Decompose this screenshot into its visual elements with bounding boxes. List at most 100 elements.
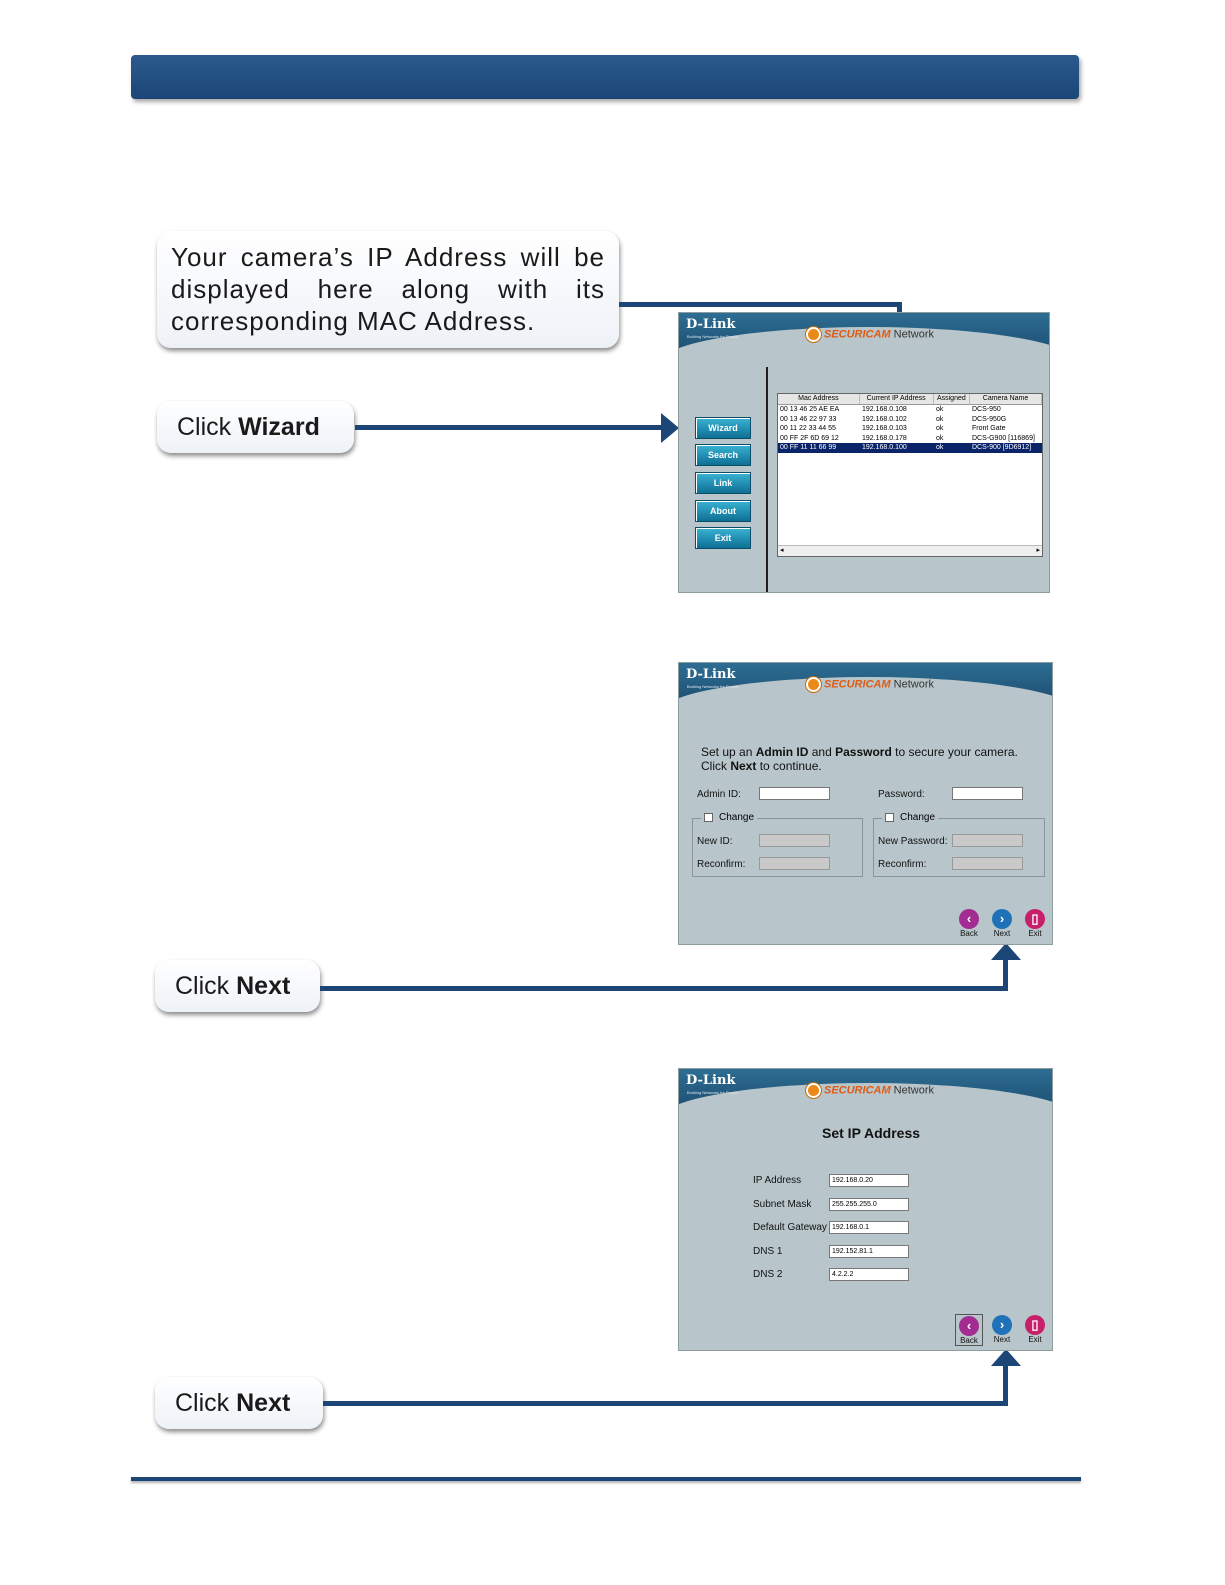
arrow-right-icon — [661, 413, 679, 443]
subnet-mask-input[interactable]: 255.255.255.0 — [829, 1198, 909, 1211]
dns2-label: DNS 2 — [753, 1269, 783, 1280]
password-input[interactable] — [952, 787, 1023, 800]
bottom-rule — [131, 1477, 1081, 1481]
callout-action: Next — [236, 972, 291, 1000]
change-id-legend[interactable]: Change — [701, 812, 758, 823]
lock-icon — [806, 327, 821, 342]
new-id-label: New ID: — [697, 836, 733, 847]
admin-id-input[interactable] — [759, 787, 830, 800]
dlink-logo: D-Link — [686, 667, 736, 682]
page-title: Set IP Address — [822, 1125, 921, 1141]
camera-list-window: D-Link Building Networks for People SECU… — [678, 312, 1050, 593]
change-password-legend[interactable]: Change — [882, 812, 939, 823]
exit-button[interactable]: Exit — [695, 527, 751, 549]
lock-icon — [806, 1083, 821, 1098]
callout-prefix: Click — [177, 413, 239, 441]
default-gateway-label: Default Gateway — [753, 1222, 827, 1233]
reconfirm-id-label: Reconfirm: — [697, 859, 746, 870]
securicam-logo: SECURICAM Network — [806, 677, 934, 692]
back-arrow-icon: ‹ — [959, 1316, 979, 1336]
ip-address-callout: Your camera’s IP Address will be display… — [157, 231, 619, 348]
dlink-logo: D-Link — [686, 1073, 736, 1088]
arrow-line — [355, 425, 663, 430]
securicam-logo: SECURICAM Network — [806, 327, 934, 342]
column-header[interactable]: Current IP Address — [860, 394, 934, 404]
arrow-line — [323, 1401, 1008, 1406]
arrow-line — [320, 986, 1008, 991]
callout-action: Wizard — [238, 413, 320, 441]
callout-prefix: Click — [175, 972, 237, 1000]
click-wizard-callout: Click Wizard — [157, 401, 354, 453]
next-arrow-icon: › — [992, 909, 1012, 929]
ip-address-input[interactable]: 192.168.0.20 — [829, 1174, 909, 1187]
new-password-label: New Password: — [878, 836, 948, 847]
header-wave — [679, 327, 1049, 371]
header-wave — [679, 677, 1052, 721]
admin-setup-window: D-Link Building Networks for People SECU… — [678, 662, 1053, 945]
back-button[interactable]: ‹Back — [955, 1314, 983, 1346]
wizard-button[interactable]: Wizard — [695, 417, 751, 439]
reconfirm-password-label: Reconfirm: — [878, 859, 927, 870]
lock-icon — [806, 677, 821, 692]
dns1-input[interactable]: 192.152.81.1 — [829, 1245, 909, 1258]
exit-door-icon: ▯ — [1025, 1315, 1045, 1335]
arrow-line — [619, 302, 902, 307]
ip-address-label: IP Address — [753, 1175, 802, 1186]
exit-button[interactable]: ▯Exit — [1021, 1314, 1049, 1346]
dlink-tagline: Building Networks for People — [687, 334, 739, 339]
subnet-mask-label: Subnet Mask — [753, 1199, 812, 1210]
callout-action: Next — [236, 1389, 291, 1417]
camera-table: Mac Address Current IP Address Assigned … — [777, 393, 1043, 557]
back-arrow-icon: ‹ — [959, 909, 979, 929]
change-id-checkbox[interactable] — [704, 812, 713, 822]
top-banner — [131, 55, 1079, 99]
vertical-divider — [766, 367, 768, 592]
dns1-label: DNS 1 — [753, 1246, 783, 1257]
arrow-line — [1003, 1364, 1008, 1406]
link-button[interactable]: Link — [695, 472, 751, 494]
column-header[interactable]: Mac Address — [778, 394, 860, 404]
change-password-group: Change — [873, 812, 1045, 877]
about-button[interactable]: About — [695, 500, 751, 522]
change-id-group: Change — [692, 812, 863, 877]
callout-prefix: Click — [175, 1389, 237, 1417]
change-password-checkbox[interactable] — [885, 812, 894, 822]
horizontal-scrollbar[interactable]: ◂▸ — [778, 545, 1042, 556]
admin-id-label: Admin ID: — [697, 789, 741, 800]
back-button[interactable]: ‹Back — [959, 909, 979, 938]
dlink-tagline: Building Networks for People — [687, 684, 739, 689]
click-next-callout-1: Click Next — [155, 960, 320, 1012]
securicam-logo: SECURICAM Network — [806, 1083, 934, 1098]
arrow-line — [1003, 958, 1008, 991]
dns2-input[interactable]: 4.2.2.2 — [829, 1268, 909, 1281]
exit-door-icon: ▯ — [1025, 909, 1045, 929]
reconfirm-id-input[interactable] — [759, 857, 830, 870]
set-ip-window: D-Link Building Networks for People SECU… — [678, 1068, 1053, 1351]
scroll-right-icon[interactable]: ▸ — [1036, 547, 1040, 554]
dlink-tagline: Building Networks for People — [687, 1090, 739, 1095]
dlink-logo: D-Link — [686, 317, 736, 332]
next-button[interactable]: ›Next — [992, 1315, 1012, 1344]
search-button[interactable]: Search — [695, 444, 751, 466]
new-id-input[interactable] — [759, 834, 830, 847]
reconfirm-password-input[interactable] — [952, 857, 1023, 870]
new-password-input[interactable] — [952, 834, 1023, 847]
arrow-up-icon — [991, 943, 1021, 960]
header-wave — [679, 1083, 1052, 1127]
table-header: Mac Address Current IP Address Assigned … — [778, 394, 1042, 405]
next-button[interactable]: ›Next — [992, 909, 1012, 938]
click-next-callout-2: Click Next — [155, 1377, 323, 1429]
arrow-up-icon — [991, 1349, 1021, 1366]
exit-button[interactable]: ▯Exit — [1021, 908, 1049, 940]
instruction-line-1: Set up an Admin ID and Password to secur… — [701, 745, 1018, 759]
column-header[interactable]: Assigned — [934, 394, 971, 404]
next-arrow-icon: › — [992, 1315, 1012, 1335]
column-header[interactable]: Camera Name — [970, 394, 1042, 404]
default-gateway-input[interactable]: 192.168.0.1 — [829, 1221, 909, 1234]
scroll-left-icon[interactable]: ◂ — [780, 547, 784, 554]
